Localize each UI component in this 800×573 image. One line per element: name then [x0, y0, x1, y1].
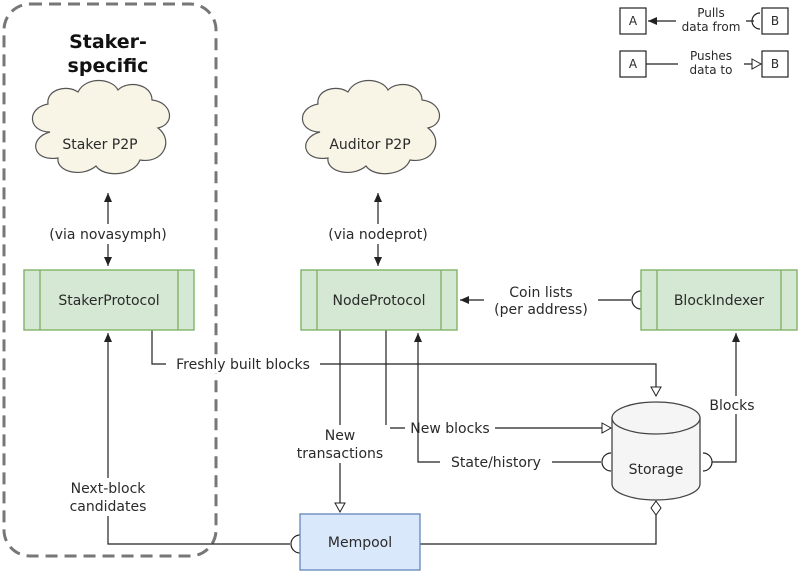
mempool-component: Mempool	[299, 513, 421, 571]
edge-new-blocks	[385, 330, 613, 434]
legend-push-a-label: A	[629, 57, 638, 71]
staker-p2p-label: Staker P2P	[62, 137, 137, 153]
legend-pushes-line2: data to	[690, 63, 733, 77]
freshly-built-blocks-label: Freshly built blocks	[176, 357, 310, 373]
auditor-p2p-label: Auditor P2P	[329, 137, 410, 153]
legend-pulls-line1: Pulls	[697, 6, 725, 20]
edge-freshly-built-blocks	[151, 330, 662, 398]
edge-state-history	[414, 333, 601, 463]
legend-pull-a-box	[619, 7, 647, 35]
legend-pull-a-label: A	[629, 14, 638, 28]
edge-next-block-candidates	[104, 333, 290, 545]
coin-lists-line1: Coin lists	[509, 285, 572, 301]
next-block-line2: candidates	[70, 499, 147, 515]
legend-pull-b-label: B	[771, 14, 779, 28]
via-nodeprot-label: (via nodeprot)	[328, 227, 427, 243]
new-transactions-line1: New	[325, 428, 356, 444]
block-indexer-component: BlockIndexer	[640, 269, 798, 331]
legend-pushes-line1: Pushes	[690, 49, 732, 63]
via-novasymph-label: (via novasymph)	[49, 227, 166, 243]
legend-push-b-label: B	[771, 57, 779, 71]
legend-push-a-box	[619, 50, 647, 78]
staker-protocol-label: StakerProtocol	[58, 293, 159, 309]
legend: A B Pulls data from A B Pushes data to	[619, 5, 789, 78]
storage-label: Storage	[629, 462, 684, 478]
edge-blocks	[712, 333, 740, 463]
storage-component: Storage	[611, 401, 701, 501]
blocks-label: Blocks	[709, 398, 754, 414]
block-indexer-label: BlockIndexer	[674, 293, 765, 309]
staker-p2p-cloud: Staker P2P	[31, 79, 170, 175]
group-title-line2: specific	[68, 55, 149, 77]
staker-protocol-component: StakerProtocol	[23, 269, 195, 331]
auditor-p2p-cloud: Auditor P2P	[301, 79, 440, 175]
legend-pull-b-box	[761, 7, 789, 35]
state-history-label: State/history	[451, 455, 541, 471]
node-protocol-label: NodeProtocol	[333, 293, 426, 309]
edge-storage-mempool	[420, 501, 657, 545]
node-protocol-component: NodeProtocol	[300, 269, 458, 331]
new-blocks-label: New blocks	[410, 421, 489, 437]
new-transactions-line2: transactions	[297, 446, 383, 462]
mempool-label: Mempool	[328, 535, 392, 551]
staker-specific-group	[2, 2, 218, 558]
group-title-line1: Staker-	[69, 31, 147, 53]
legend-pulls-line2: data from	[682, 20, 741, 34]
coin-lists-line2: (per address)	[494, 302, 588, 318]
next-block-line1: Next-block	[71, 481, 147, 497]
